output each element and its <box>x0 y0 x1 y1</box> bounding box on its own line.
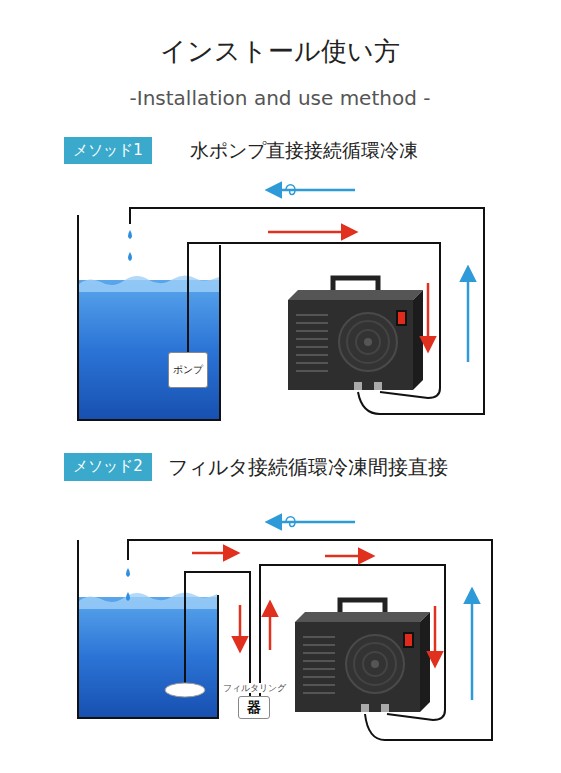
flow-arrow <box>268 231 355 234</box>
flow-arrow <box>192 552 237 555</box>
flow-arrow <box>471 590 474 700</box>
pump <box>165 683 205 697</box>
flow-arrow <box>434 606 437 665</box>
flow-arrow <box>268 189 355 192</box>
water-drop <box>126 568 130 577</box>
method-badge: メソッド2 <box>64 453 152 481</box>
water-surface <box>79 276 219 293</box>
water-surface <box>79 593 217 610</box>
method-heading: 水ポンプ直接接続循環冷凍 <box>190 138 418 164</box>
method-heading: フィルタ接続循環冷凍間接直接 <box>168 454 448 481</box>
flow-arrow <box>427 283 430 350</box>
water <box>79 597 217 717</box>
filter-box: フィルタリング器 <box>238 696 270 719</box>
subtitle: -Installation and use method - <box>130 86 431 110</box>
flow-arrow <box>325 555 372 558</box>
pipe <box>130 208 484 414</box>
flow-curl <box>286 517 295 527</box>
pump-box: ポンプ <box>168 352 208 388</box>
chiller <box>288 278 423 390</box>
node-heading: フィルタリング <box>221 683 288 693</box>
chiller <box>295 600 430 712</box>
node-label: ポンプ <box>173 364 203 376</box>
pipe <box>260 565 445 720</box>
title: インストール使い方 <box>160 34 400 69</box>
node-label: メソッド2 <box>73 458 143 475</box>
flow-arrow <box>269 603 272 650</box>
tank <box>78 540 218 718</box>
pipe <box>185 572 250 696</box>
flow-arrow <box>268 521 355 524</box>
tank <box>78 215 220 420</box>
pipe <box>188 243 440 398</box>
water-drop <box>128 252 132 261</box>
water-drop <box>128 230 132 239</box>
water-drop <box>126 592 130 601</box>
flow-arrow <box>239 605 242 650</box>
water <box>79 280 219 420</box>
pipe <box>128 540 492 740</box>
flow-arrow <box>467 268 470 362</box>
flow-curl <box>286 185 295 195</box>
node-label: メソッド1 <box>73 142 143 159</box>
method-badge: メソッド1 <box>64 137 152 164</box>
node-label: 器 <box>247 699 261 715</box>
